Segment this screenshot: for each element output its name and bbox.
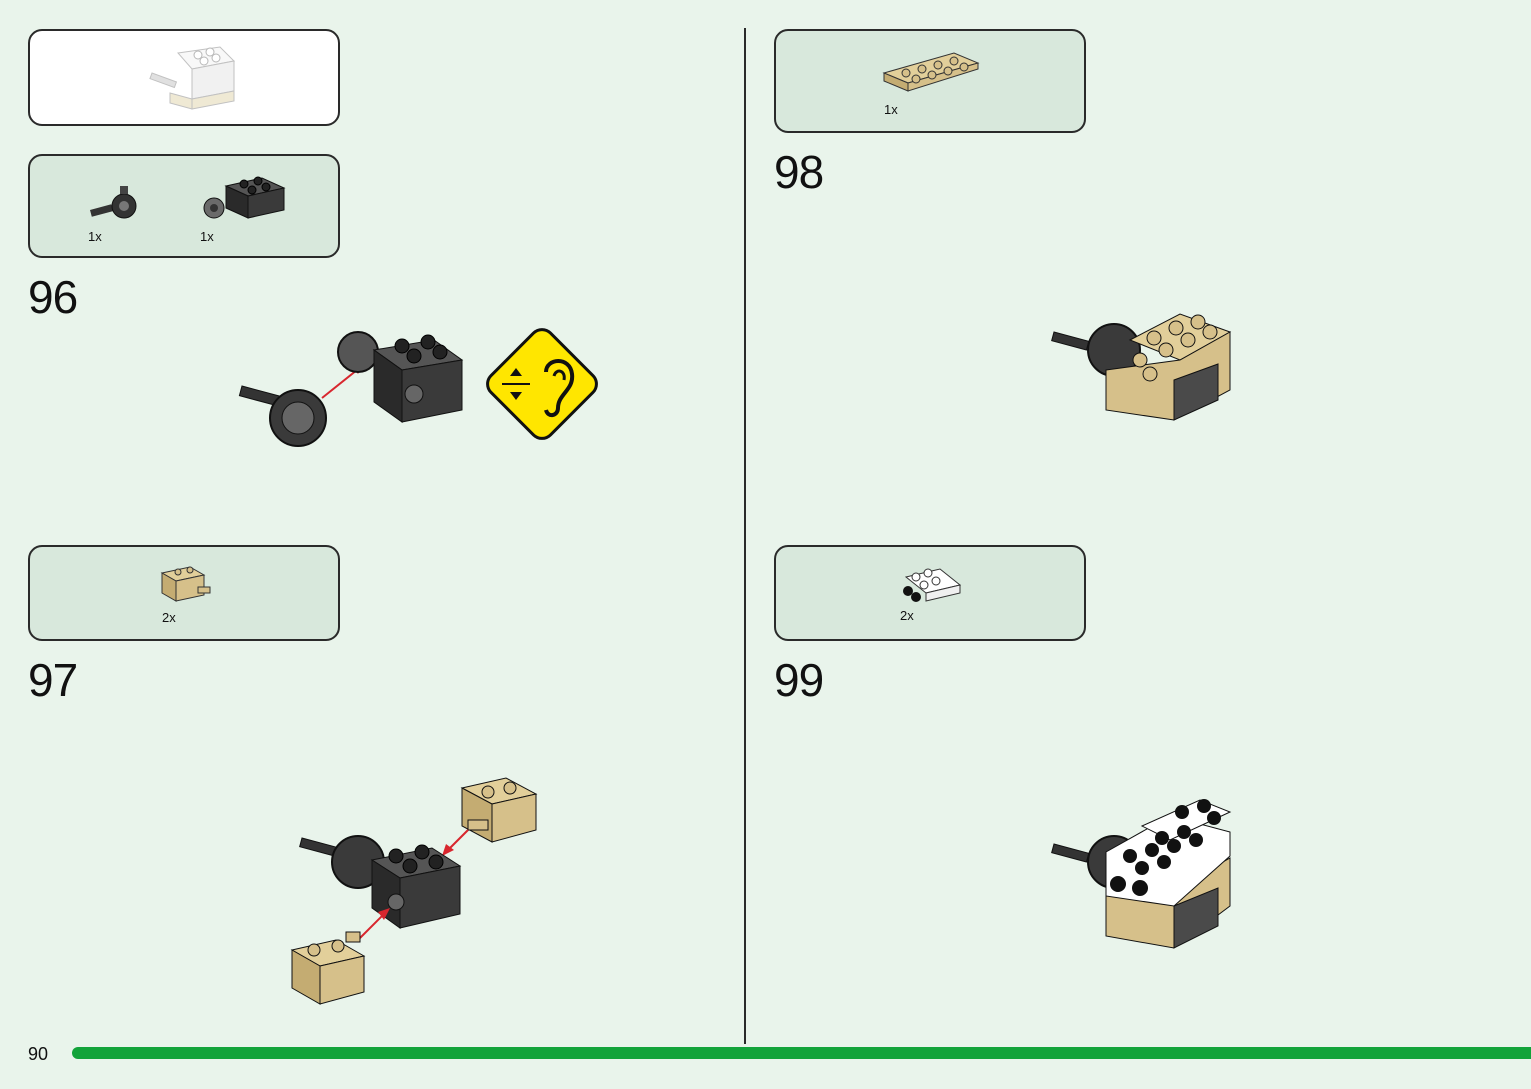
part-quantity: 1x [200,229,214,244]
part-quantity: 2x [900,608,914,623]
step-number: 98 [774,146,824,198]
step-number: 97 [28,654,78,706]
submodel-preview-box [28,29,340,126]
tan-plate-2x4-icon [882,52,980,92]
dark-gray-technic-brick-icon [203,176,286,219]
submodel-preview-icon [149,46,236,110]
white-plate-with-studs-icon [903,568,962,602]
step-97-illustration [290,777,538,1005]
parts-box-step-99: 2x [774,545,1086,641]
step-number: 99 [774,654,824,706]
part-quantity: 2x [162,610,176,625]
step-number: 96 [28,271,78,323]
parts-box-step-98: 1x [774,29,1086,133]
part-quantity: 1x [88,229,102,244]
parts-box-step-97: 2x [28,545,340,641]
page-number: 90 [28,1044,49,1064]
ball-joint-part-icon [89,186,137,219]
step-96-illustration [238,331,464,447]
part-quantity: 1x [884,102,898,117]
tan-brick-with-pin-icon [160,566,211,602]
listen-for-click-icon [486,328,598,440]
column-divider [744,28,746,1044]
step-99-illustration [1051,799,1232,949]
progress-bar [72,1047,1531,1059]
step-98-illustration [1051,313,1232,421]
parts-box-step-96: 1x 1x [28,154,340,258]
